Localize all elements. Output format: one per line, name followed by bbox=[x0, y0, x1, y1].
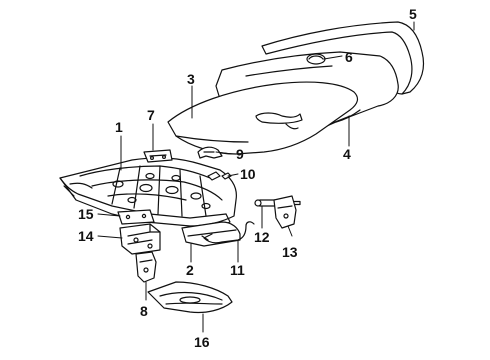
callout-6: 6 bbox=[345, 49, 353, 65]
callout-2: 2 bbox=[186, 262, 194, 278]
part-13-side-bracket bbox=[273, 195, 297, 229]
callout-10: 10 bbox=[240, 166, 256, 182]
callout-14: 14 bbox=[78, 228, 94, 244]
part-7-latch-bracket bbox=[143, 149, 173, 163]
callout-15: 15 bbox=[78, 206, 94, 222]
part-1-roof-frame bbox=[59, 157, 237, 227]
leader-lines bbox=[97, 21, 415, 333]
callout-3: 3 bbox=[187, 71, 195, 87]
part-11-cable bbox=[201, 221, 255, 244]
part-10-clips bbox=[207, 171, 232, 181]
part-15-hinge-plate bbox=[117, 209, 155, 225]
callout-4: 4 bbox=[343, 146, 351, 162]
part-8-bracket bbox=[135, 251, 157, 283]
part-9-clip bbox=[197, 146, 223, 159]
part-16-tray bbox=[147, 281, 233, 314]
callout-9: 9 bbox=[236, 146, 244, 162]
callout-7: 7 bbox=[147, 107, 155, 123]
callout-11: 11 bbox=[230, 262, 245, 278]
callout-1: 1 bbox=[115, 119, 123, 135]
callout-5: 5 bbox=[409, 6, 417, 22]
part-6-emblem bbox=[306, 53, 326, 65]
part-3-headliner bbox=[167, 81, 359, 155]
callout-12: 12 bbox=[254, 229, 270, 245]
callout-16: 16 bbox=[194, 334, 210, 350]
part-14-hinge bbox=[119, 223, 161, 255]
callout-13: 13 bbox=[282, 244, 298, 260]
callout-8: 8 bbox=[140, 303, 148, 319]
